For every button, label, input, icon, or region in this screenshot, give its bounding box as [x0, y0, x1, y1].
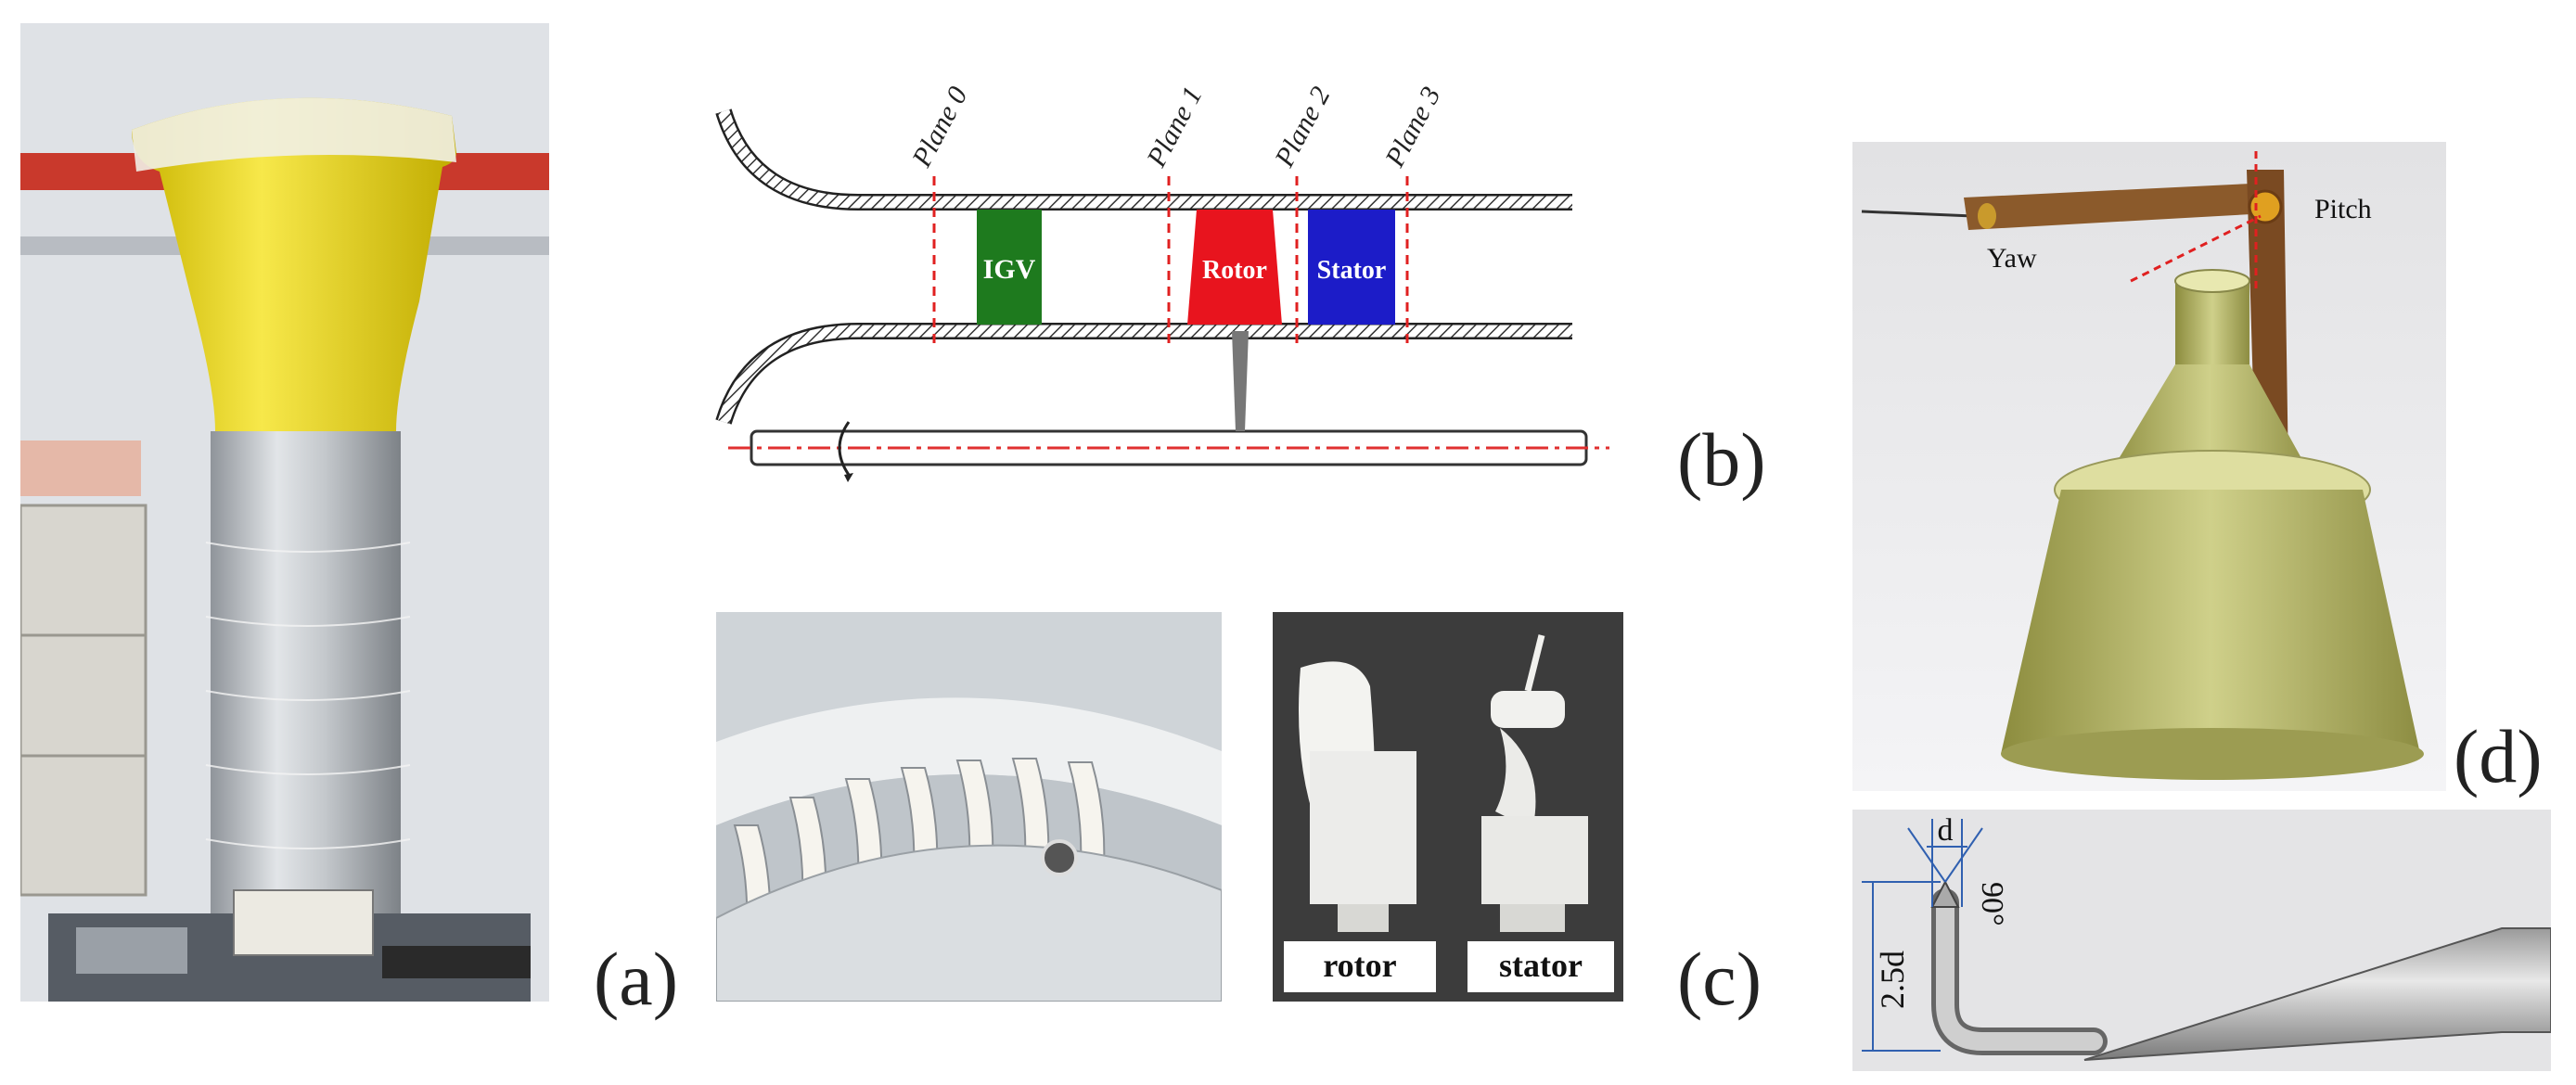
blade-row-photo [716, 612, 1222, 1002]
stator-label: Stator [1317, 256, 1387, 285]
plane-3-label: Plane 3 [1379, 82, 1447, 172]
yaw-label: Yaw [1987, 243, 2037, 274]
probe-tip-drawing: d 90° 2.5d [1852, 810, 2551, 1071]
probe-traverse-render: Pitch Yaw [1852, 142, 2446, 791]
rotor-blade [1187, 210, 1282, 325]
rotor-sample-label: rotor [1323, 947, 1396, 984]
compressor-schematic: IGV Rotor Stator Plane 0 Plane 1 Plane 2… [705, 56, 1614, 491]
pitch-label: Pitch [2314, 194, 2372, 224]
length-label: 2.5d [1874, 951, 1911, 1009]
panel-label-a: (a) [594, 937, 679, 1021]
panel-label-c: (c) [1677, 937, 1762, 1021]
plane-0-label: Plane 0 [906, 82, 974, 172]
igv-label: IGV [983, 254, 1036, 285]
stator-blade [1308, 210, 1395, 325]
rotor-label: Rotor [1202, 256, 1267, 285]
angle-label: 90° [1975, 882, 2009, 926]
igv-blade [977, 210, 1042, 325]
stator-sample-label: stator [1499, 947, 1583, 984]
panel-label-b: (b) [1677, 417, 1766, 502]
test-rig-photo [20, 23, 549, 1002]
blade-samples-photo: rotor stator [1273, 612, 1623, 1002]
diameter-label: d [1938, 813, 1954, 848]
panel-label-d: (d) [2454, 714, 2543, 798]
plane-1-label: Plane 1 [1141, 82, 1209, 172]
plane-2-label: Plane 2 [1269, 82, 1337, 172]
